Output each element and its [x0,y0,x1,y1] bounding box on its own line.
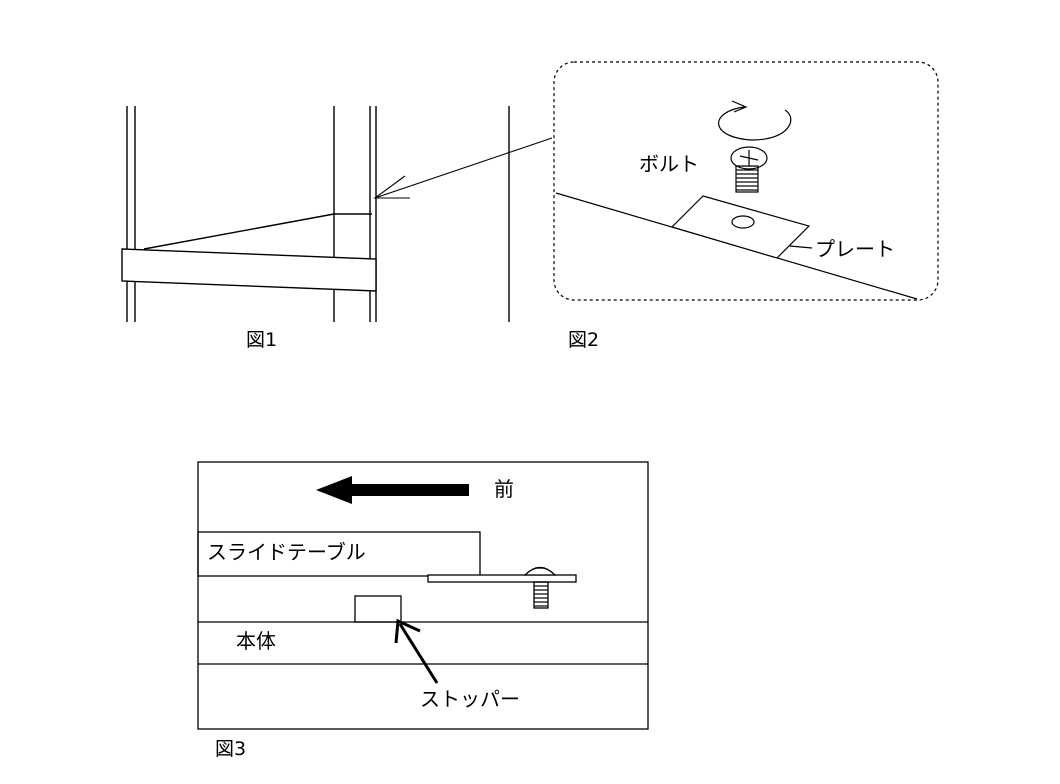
fig1-shelf-front [121,248,377,292]
rotation-arrow-icon [718,106,792,141]
fig3-plate [427,574,577,583]
detail-leader-arrowhead [373,175,410,199]
slide-table [197,531,481,577]
figure-2: ボルト プレート 図2 [553,61,939,351]
fig2-plate-leader [789,245,813,249]
fig3-frame [197,461,649,730]
fig2-plate [670,195,811,259]
direction-label: 前 [494,477,514,501]
bolt-icon [730,146,768,193]
detail-leader-arrow [373,137,553,199]
figure-3: 前 スライドテーブル 本体 ストッパー 図3 [197,461,649,760]
fig3-direction-arrowhead-icon [316,476,352,504]
fig3-direction-arrow-shaft [345,484,469,496]
fig3-bolt-icon [523,566,557,609]
fig2-caption: 図2 [568,329,599,351]
fig2-detail-frame [553,61,939,301]
slide-table-label: スライドテーブル [207,540,366,564]
stopper-pointer-line [398,623,439,684]
stopper-pointer-arrowhead [394,618,421,644]
fig3-caption: 図3 [215,738,246,760]
bolt-label: ボルト [639,152,699,176]
rotation-arrowhead [731,100,748,113]
fig1-caption: 図1 [246,329,277,351]
stopper-label: ストッパー [420,687,520,711]
body-label: 本体 [236,629,276,653]
plate-label: プレート [815,237,895,261]
stopper [354,595,402,623]
fig1-shelf-top-edge [143,213,335,250]
fig2-plate-hole [731,215,755,229]
figure-1: 図1 [121,106,510,351]
